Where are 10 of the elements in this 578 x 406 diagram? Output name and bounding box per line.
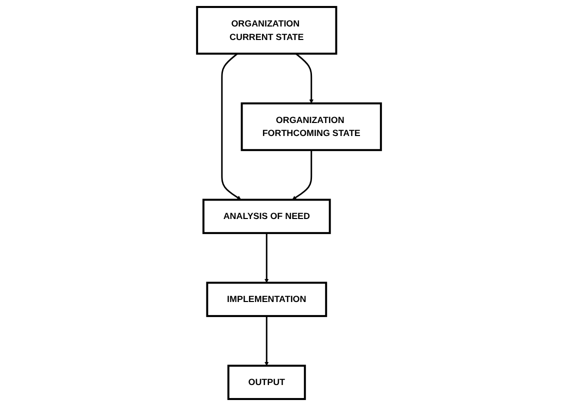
node-box: ANALYSIS OF NEED bbox=[202, 198, 331, 234]
node-box: IMPLEMENTATION bbox=[206, 282, 328, 318]
arrow bbox=[292, 150, 312, 200]
node-box: ORGANIZATION CURRENT STATE bbox=[196, 6, 338, 55]
arrow bbox=[264, 316, 269, 366]
node-box: OUTPUT bbox=[227, 364, 306, 400]
arrow bbox=[295, 53, 314, 104]
arrow bbox=[264, 233, 269, 283]
node-box: ORGANIZATION FORTHCOMING STATE bbox=[240, 102, 382, 152]
arrow bbox=[221, 53, 242, 200]
